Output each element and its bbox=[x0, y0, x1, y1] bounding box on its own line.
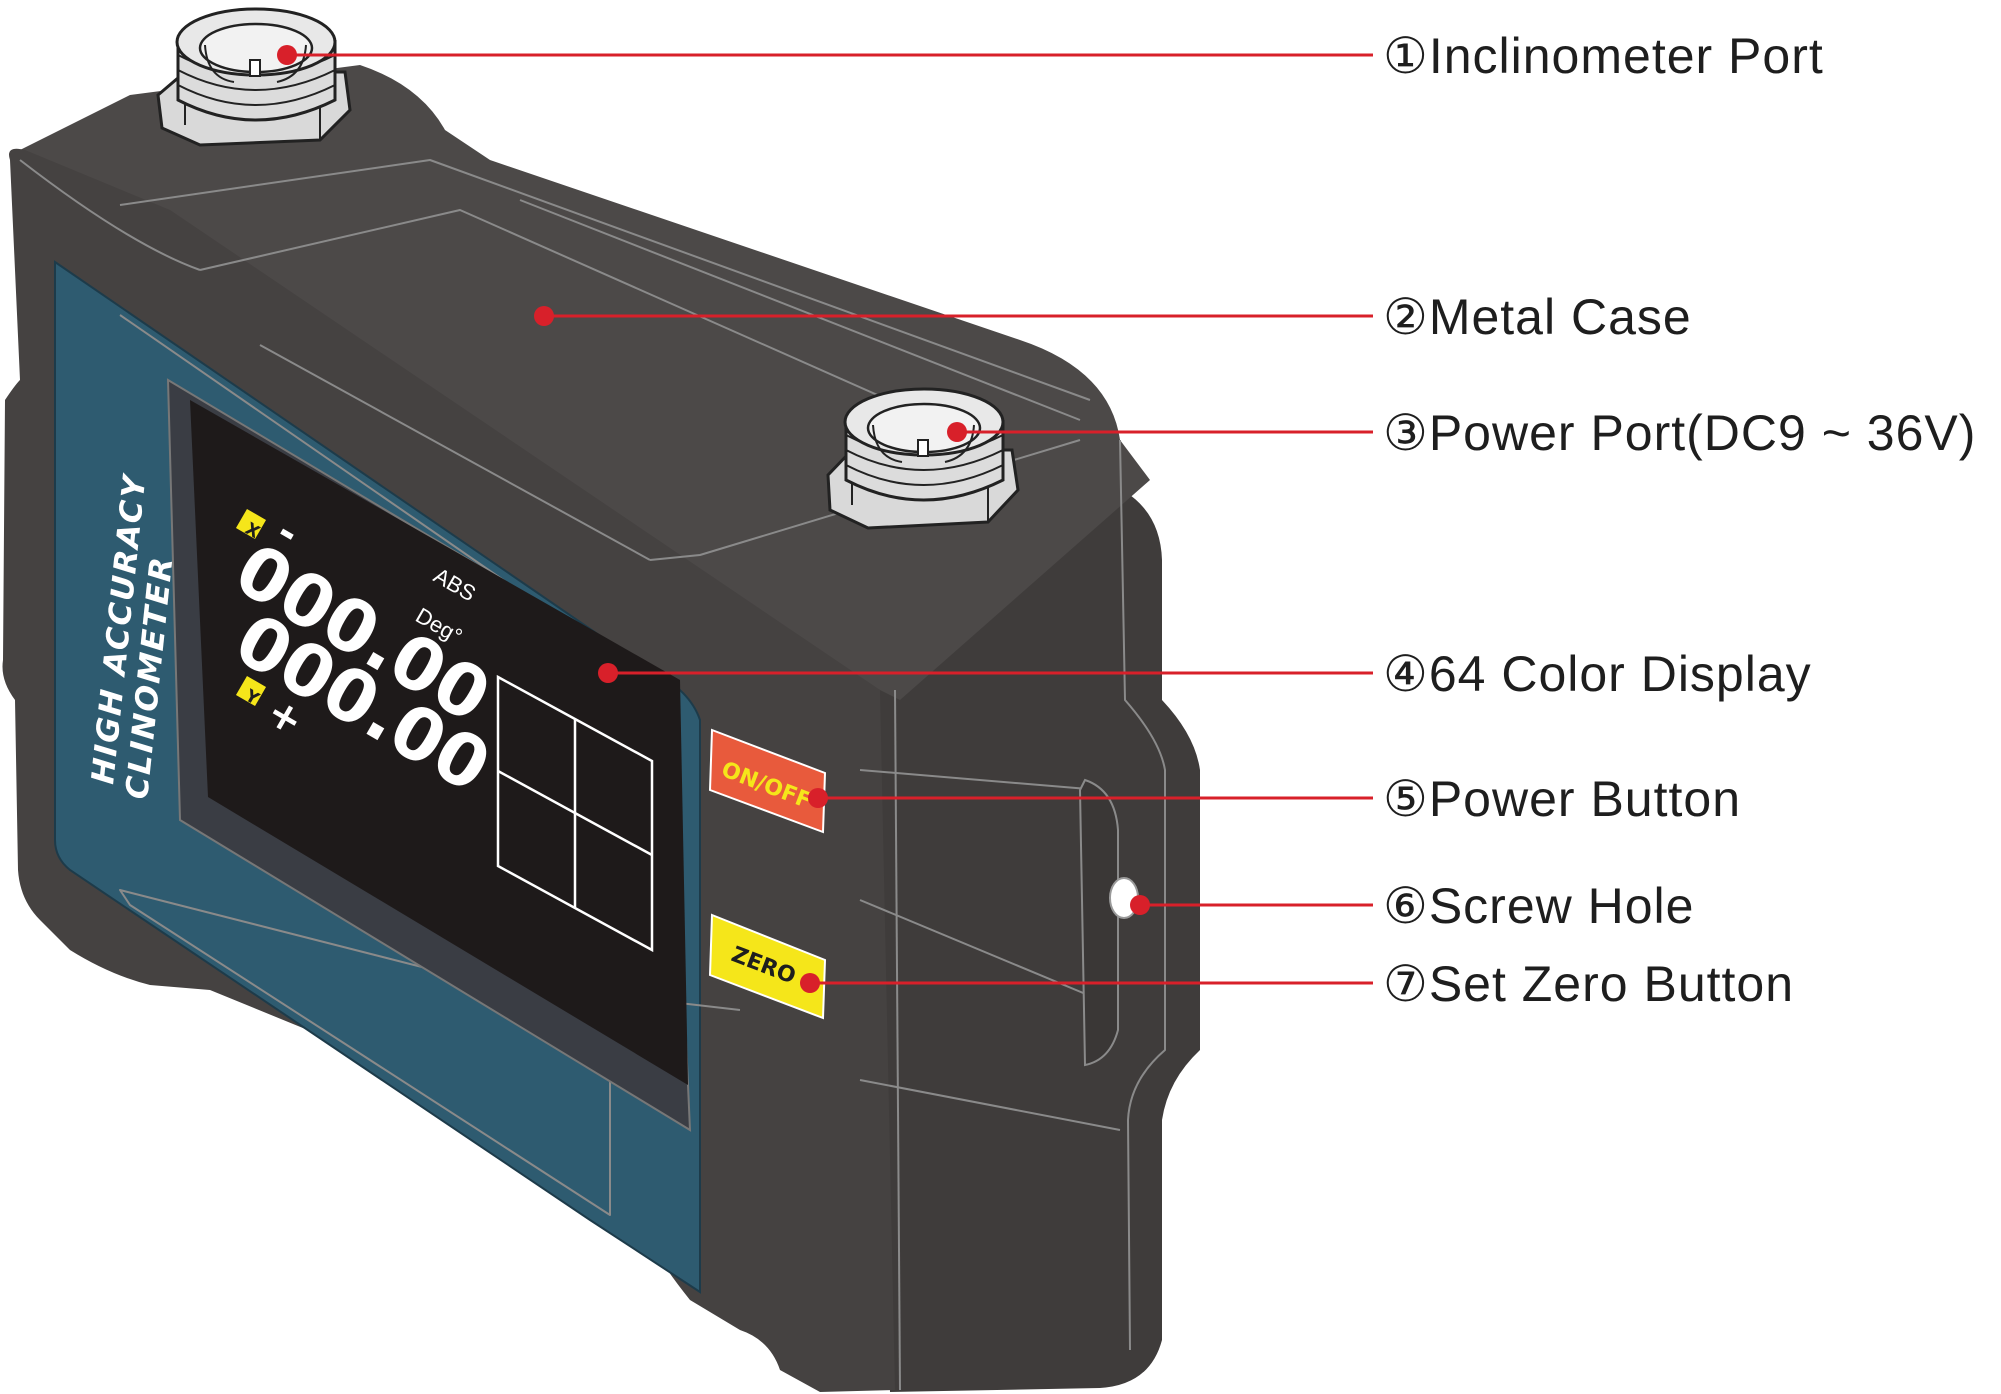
leader-6-dot bbox=[1130, 895, 1150, 915]
screw-recess bbox=[1078, 778, 1119, 1067]
right-edge-2 bbox=[1119, 439, 1166, 1351]
label-5-text: Power Button bbox=[1429, 771, 1741, 827]
leader-3-dot bbox=[947, 422, 967, 442]
label-power-button: ⑤Power Button bbox=[1383, 771, 1741, 827]
right-edge-1 bbox=[894, 689, 901, 1391]
inclinometer-port-connector bbox=[156, 7, 352, 147]
callout-labels: ①Inclinometer Port ②Metal Case ③Power Po… bbox=[1383, 28, 1976, 1012]
right-groove-2 bbox=[859, 1079, 1121, 1131]
label-color-display: ④64 Color Display bbox=[1383, 646, 1812, 702]
label-4-number: ④ bbox=[1383, 646, 1429, 702]
top-ridge-2 bbox=[199, 209, 901, 406]
label-set-zero-button: ⑦Set Zero Button bbox=[1383, 956, 1794, 1012]
case-top-face bbox=[10, 65, 1150, 700]
right-groove-3 bbox=[859, 769, 1101, 791]
label-7-text: Set Zero Button bbox=[1429, 956, 1794, 1012]
front-panel: HIGH ACCURACY CLINOMETER X - 000.00 ABS … bbox=[54, 260, 827, 1294]
label-6-number: ⑥ bbox=[1383, 878, 1429, 934]
screen bbox=[190, 400, 688, 1085]
leader-lines bbox=[277, 45, 1373, 993]
label-2-number: ② bbox=[1383, 289, 1429, 345]
zero-button[interactable]: ZERO bbox=[708, 913, 827, 1020]
label-3-text: Power Port(DC9 ~ 36V) bbox=[1429, 405, 1977, 461]
label-1-number: ① bbox=[1383, 28, 1429, 84]
label-4-text: 64 Color Display bbox=[1429, 646, 1812, 702]
label-2-text: Metal Case bbox=[1429, 289, 1692, 345]
label-inclinometer-port: ①Inclinometer Port bbox=[1383, 28, 1824, 84]
label-3-number: ③ bbox=[1383, 405, 1429, 461]
label-metal-case: ②Metal Case bbox=[1383, 289, 1692, 345]
label-screw-hole: ⑥Screw Hole bbox=[1383, 878, 1694, 934]
top-ridge-4 bbox=[519, 199, 1081, 421]
leader-4-dot bbox=[598, 663, 618, 683]
label-1-text: Inclinometer Port bbox=[1429, 28, 1824, 84]
leader-5-dot bbox=[808, 788, 828, 808]
label-7-number: ⑦ bbox=[1383, 956, 1429, 1012]
top-ridge-3 bbox=[259, 344, 651, 561]
leader-7-dot bbox=[800, 973, 820, 993]
leader-2-dot bbox=[534, 306, 554, 326]
x-tag-box bbox=[235, 508, 267, 540]
leader-1-dot bbox=[277, 45, 297, 65]
top-front-edge bbox=[19, 159, 201, 271]
power-port-connector bbox=[826, 387, 1020, 530]
top-ridge-1 bbox=[119, 159, 1091, 401]
label-power-port: ③Power Port(DC9 ~ 36V) bbox=[1383, 405, 1976, 461]
label-6-text: Screw Hole bbox=[1429, 878, 1695, 934]
y-tag-box bbox=[235, 675, 267, 707]
label-5-number: ⑤ bbox=[1383, 771, 1429, 827]
level-grid-icon bbox=[496, 674, 654, 953]
